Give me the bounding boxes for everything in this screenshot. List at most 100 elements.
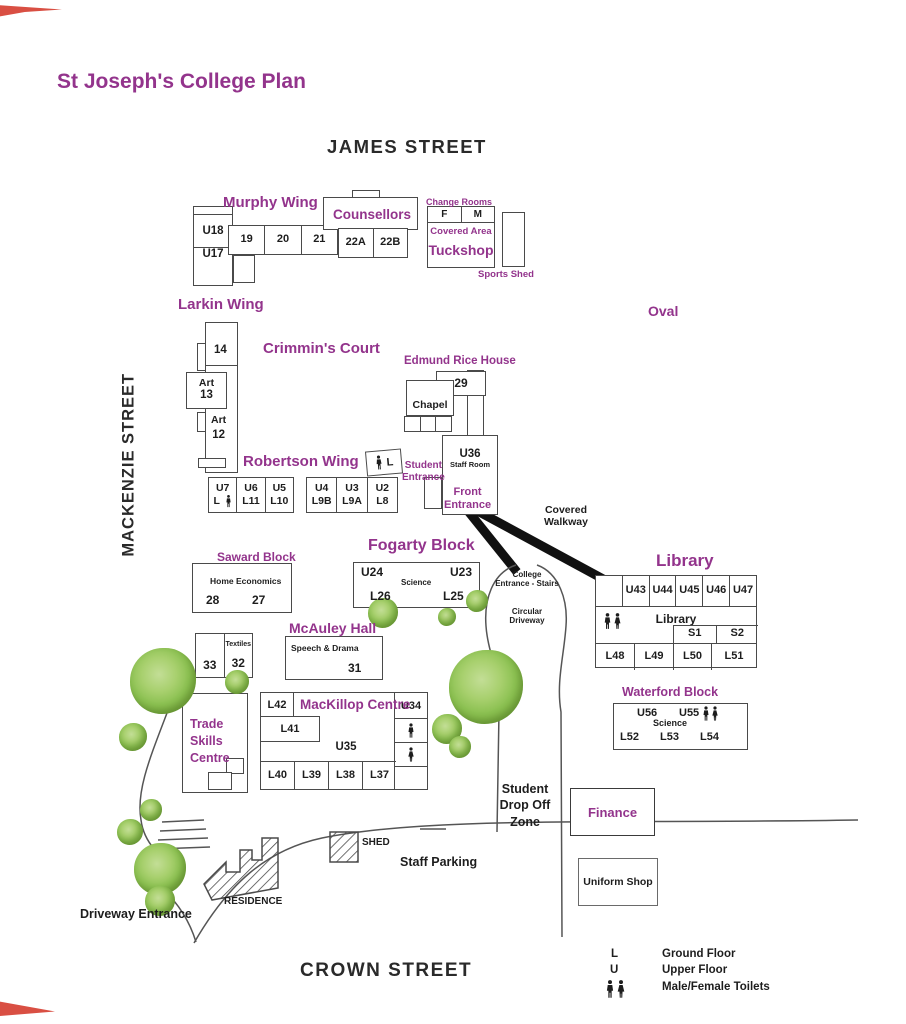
uniform-shop-building: Uniform Shop — [578, 858, 658, 906]
room-l49: L49 — [634, 643, 673, 670]
finance-label: Finance — [587, 804, 638, 820]
mackillop-centre-label: MacKillop Centre — [300, 697, 411, 712]
student-drop-off-label: Student Drop Off Zone — [499, 782, 551, 829]
residence-label: RESIDENCE — [224, 896, 283, 907]
room-s2: S2 — [715, 625, 759, 643]
room-u34: U34 — [395, 693, 427, 719]
covered-walkway-path — [464, 504, 619, 590]
male-toilet-icon — [226, 494, 231, 507]
page-title: St Joseph's College Plan — [57, 70, 306, 93]
library-building: U43 U44 U45 U46 U47 Library S1 S2 L48 L4… — [595, 575, 759, 670]
room-l52: L52 — [620, 731, 639, 743]
murphy-extension — [233, 255, 255, 283]
room-l38: L38 — [328, 762, 362, 789]
change-room-female: F — [441, 208, 448, 220]
tree — [449, 650, 523, 724]
mackillop-female-toilet — [395, 743, 427, 767]
room-l26: L26 — [370, 589, 391, 603]
room-14: 14 — [214, 344, 227, 356]
mackillop-right-column: U34 — [394, 693, 427, 789]
mackillop-bottom-row: L40 L39 L38 L37 — [261, 761, 396, 789]
legend-l-key: L — [611, 948, 619, 960]
room-u55: U55 — [679, 707, 700, 719]
male-toilet-icon — [408, 722, 414, 738]
saward-block-label: Saward Block — [217, 550, 296, 564]
murphy-u-column: U18 U17 — [193, 206, 233, 286]
room-22a: 22A — [345, 236, 366, 249]
finance-building: Finance — [570, 788, 655, 836]
tree — [119, 723, 147, 751]
entrance-toilet-box: L — [364, 448, 404, 477]
tree — [449, 736, 471, 758]
room-l42: L42 — [261, 693, 294, 718]
tree — [130, 648, 196, 714]
larkin-wing-label: Larkin Wing — [178, 296, 264, 313]
counsellors-building — [323, 197, 418, 230]
sports-shed-label: Sports Shed — [478, 269, 534, 280]
crimmins-court-label: Crimmin's Court — [263, 340, 380, 357]
room-l54: L54 — [700, 731, 719, 743]
shed-shape — [329, 831, 359, 863]
room-l39: L39 — [294, 762, 328, 789]
room-32: Textiles 32 — [223, 634, 253, 677]
tree — [225, 670, 249, 694]
staff-room-label: Staff Room — [450, 460, 490, 469]
waterford-building — [613, 703, 748, 750]
u36-building: U36 Staff Room — [442, 435, 498, 515]
mackillop-building: U34 L42 L41 U35 L40 L39 L38 L37 — [260, 692, 428, 790]
room-20: 20 — [264, 226, 300, 254]
room-u46: U46 — [702, 576, 729, 606]
room-u43: U43 — [621, 576, 649, 606]
library-empty-cell — [596, 576, 622, 606]
legend-toilets-icon — [605, 980, 626, 999]
change-room-male: M — [460, 207, 495, 222]
larkin-step — [198, 458, 226, 468]
covered-area-label: Covered Area — [430, 226, 492, 237]
trade-skills-step-2 — [208, 772, 232, 790]
waterford-science-label: Science — [653, 718, 688, 728]
room-l40: L40 — [268, 768, 287, 781]
mcauley-building — [285, 636, 383, 680]
room-u24: U24 — [361, 565, 384, 579]
room-l50: L50 — [673, 643, 711, 670]
female-toilet-icon — [408, 746, 414, 762]
room-u18: U18 — [194, 215, 232, 248]
murphy-rooms-22: 22A 22B — [338, 228, 408, 258]
chapel-building: Chapel — [406, 380, 454, 416]
tree — [438, 608, 456, 626]
tuckshop-label: Tuckshop — [428, 242, 494, 258]
sports-shed-building — [502, 212, 525, 267]
u36-step — [424, 477, 442, 509]
counsellors-label: Counsellors — [333, 207, 412, 222]
room-u23: U23 — [450, 565, 473, 579]
room-u45: U45 — [675, 576, 702, 606]
room-u47: U47 — [729, 576, 756, 606]
toilet-floor-letter: L — [386, 455, 394, 469]
change-rooms-label: Change Rooms — [426, 197, 493, 207]
room-u56: U56 — [637, 707, 658, 719]
tree — [145, 886, 175, 916]
art-13-room: Art 13 — [186, 372, 227, 409]
murphy-wing-label: Murphy Wing — [223, 194, 318, 211]
textiles-label: Textiles — [225, 641, 252, 649]
crown-street-label: CROWN STREET — [300, 960, 473, 981]
james-street-label: JAMES STREET — [327, 136, 487, 157]
waterford-block-label: Waterford Block — [622, 685, 719, 699]
fogarty-science-label: Science — [401, 578, 432, 587]
larkin-tab-1 — [197, 343, 206, 371]
tree — [368, 598, 398, 628]
saward-building — [192, 563, 292, 613]
room-u44: U44 — [648, 576, 676, 606]
driveway-entrance-label: Driveway Entrance — [80, 907, 192, 921]
room-21: 21 — [300, 226, 337, 254]
shed-label: SHED — [362, 837, 390, 848]
tree — [466, 590, 488, 612]
